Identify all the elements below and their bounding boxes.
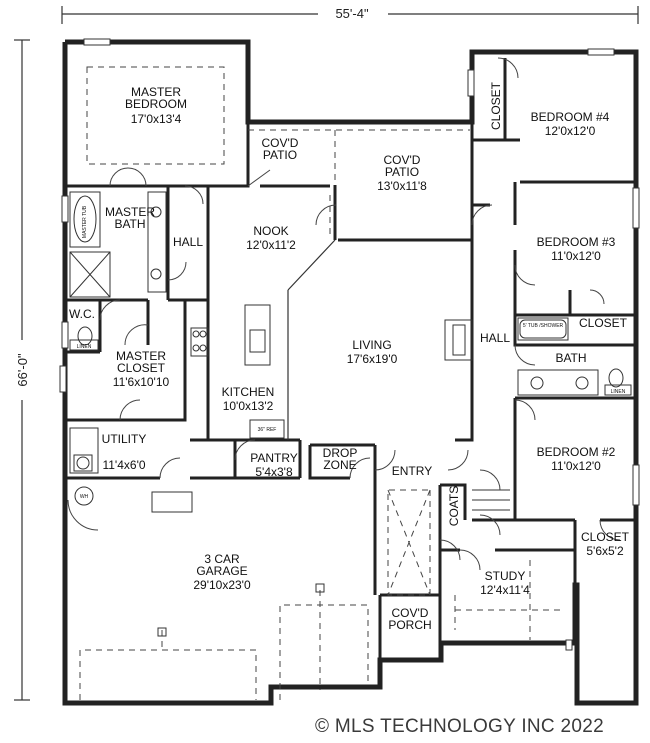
room-kitchen-size: 10'0x13'2 [223,399,274,413]
windows [59,38,640,651]
room-bedroom2-name: BEDROOM #2 [537,445,616,459]
room-closet-br2-size: 5'6x5'2 [586,544,624,558]
room-closet-top-name: CLOSET [489,81,503,130]
room-bedroom4-name: BEDROOM #4 [531,110,610,124]
room-living-name: LIVING [352,338,391,352]
room-bedroom3-size: 11'0x12'0 [551,249,601,263]
room-master-bedroom-size: 17'0x13'4 [131,112,182,126]
room-nook-name: NOOK [253,224,288,238]
room-bedroom2-size: 11'0x12'0 [551,459,601,473]
fixture-linen-left-label: LINEN [77,344,92,350]
room-hall-right-name: HALL [480,331,510,345]
dimension-lines [12,4,639,701]
doors [67,57,621,571]
fixture-labels: MASTER TUB 5' TUB /SHOWER 36" REF LINEN … [77,205,626,500]
room-master-closet-size: 11'6x10'10 [113,375,170,389]
room-pantry-name: PANTRY [250,451,298,465]
room-study-size: 12'4x11'4 [480,583,530,597]
width-dimension: 55'-4" [335,6,369,21]
room-entry-name: ENTRY [392,464,432,478]
room-bedroom3-name: BEDROOM #3 [537,235,616,249]
interior-walls [63,58,636,660]
room-closet-right-name: CLOSET [579,316,628,330]
room-study-name: STUDY [485,569,526,583]
room-pantry-size: 5'4x3'8 [255,465,293,479]
room-hall-left-name: HALL [173,235,203,249]
fixture-linen-right-label: LINEN [611,389,626,395]
room-bath-name: BATH [555,351,586,365]
room-utility-size: 11'4x6'0 [102,458,145,472]
fixture-tub-bath-label: 5' TUB /SHOWER [523,323,564,329]
height-dimension: 66'-0" [15,353,30,387]
room-nook-size: 12'0x11'2 [246,238,296,252]
room-garage-size: 29'10x23'0 [193,578,251,592]
room-bedroom4-size: 12'0x12'0 [545,124,596,138]
room-kitchen-name: KITCHEN [222,385,275,399]
fixture-tub-left-label: MASTER TUB [82,205,88,238]
room-closet-br2-name: CLOSET [581,530,630,544]
watermark: © MLS TECHNOLOGY INC 2022 [315,716,604,737]
fixture-wh-label: WH [80,494,89,500]
fixture-fridge-label: 36" REF [258,427,277,433]
room-utility-name: UTILITY [102,432,147,446]
room-coats-name: COATS [447,486,461,526]
ceiling-outlines [79,66,560,700]
room-covd-patio-size: 13'0x11'8 [377,179,427,193]
room-living-size: 17'6x19'0 [347,352,398,366]
fixtures [69,191,632,637]
room-wc-name: W.C. [69,307,95,321]
